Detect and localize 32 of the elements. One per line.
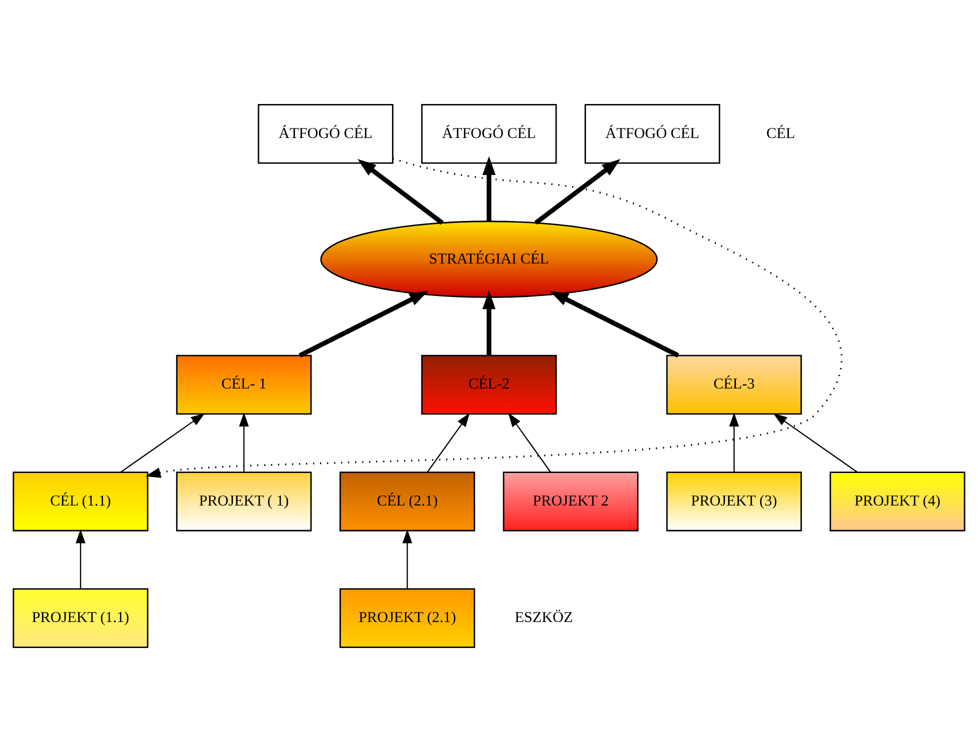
node-box: PROJEKT ( 1) — [176, 471, 312, 531]
arrow — [508, 412, 551, 472]
arrow — [402, 528, 412, 588]
arrow — [482, 156, 496, 221]
arrow — [76, 528, 86, 588]
node-box: ÁTFOGÓ CÉL — [258, 103, 394, 164]
node-box: CÉL (1.1) — [12, 471, 148, 531]
arrow — [534, 158, 621, 224]
node-box: PROJEKT (1.1) — [12, 588, 148, 648]
arrow — [482, 290, 496, 355]
arrow — [357, 158, 444, 224]
node-box: PROJEKT (3) — [666, 471, 802, 531]
label: ESZKÖZ — [514, 608, 573, 626]
arrow — [550, 290, 680, 358]
node-box: PROJEKT (2.1) — [340, 588, 476, 648]
node-box: PROJEKT 2 — [502, 471, 638, 531]
node-box: CÉL-3 — [666, 354, 802, 414]
node-ellipse: STRATÉGIAI CÉL — [320, 220, 658, 298]
node-box: CÉL- 1 — [176, 354, 312, 414]
arrow — [239, 412, 249, 472]
arrow — [773, 412, 858, 472]
arrow — [729, 412, 739, 472]
arrow — [145, 157, 842, 478]
node-box: CÉL-2 — [421, 354, 557, 414]
node-box: PROJEKT (4) — [830, 471, 966, 531]
arrow — [120, 412, 205, 472]
label: CÉL — [766, 124, 796, 142]
node-box: CÉL (2.1) — [340, 471, 476, 531]
arrow — [298, 290, 428, 358]
node-box: ÁTFOGÓ CÉL — [421, 103, 557, 164]
node-box: ÁTFOGÓ CÉL — [584, 103, 720, 164]
arrow — [427, 412, 470, 472]
